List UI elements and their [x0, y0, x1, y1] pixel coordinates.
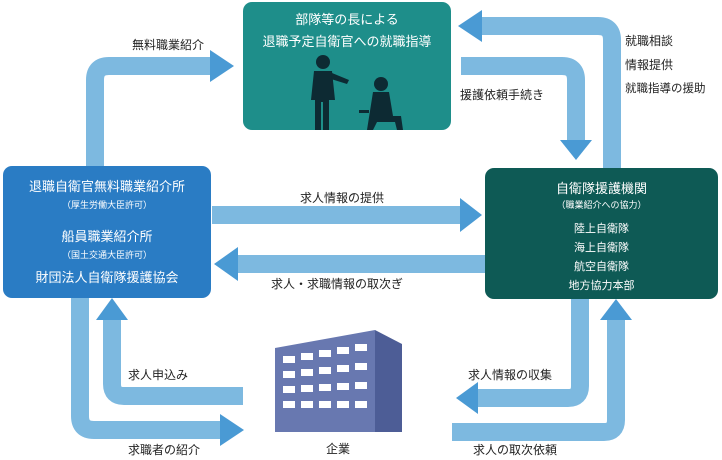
- guidance-figures-icon: [311, 55, 403, 130]
- arrowhead-seeker-intro: [220, 414, 244, 446]
- unit-commander-guidance-box: 部隊等の長による 退職予定自衛官への就職指導: [243, 2, 451, 130]
- left-box-line2: 船員職業紹介所: [61, 230, 153, 245]
- arrowhead-job-info-collect: [456, 382, 478, 414]
- building-front-face: [275, 330, 375, 432]
- arrow-seeker-intro: [71, 298, 222, 439]
- arrow-job-info-relay: [236, 255, 485, 273]
- label-job-consult: 就職相談: [625, 34, 674, 48]
- arrowhead-job-info-provide: [460, 198, 482, 232]
- label-job-info-collect: 求人情報の収集: [468, 368, 553, 382]
- label-job-info-provide: 求人情報の提供: [300, 191, 385, 205]
- label-job-application: 求人申込み: [128, 368, 189, 382]
- label-info-provide: 情報提供: [625, 58, 674, 72]
- arrow-job-application: [103, 318, 243, 405]
- employment-agency-box: 退職自衛官無料職業紹介所 （厚生労働大臣許可） 船員職業紹介所 （国土交通大臣許…: [3, 166, 211, 298]
- right-box-item: 陸上自衛隊: [574, 222, 629, 235]
- top-box-line2: 退職予定自衛官への就職指導: [262, 35, 432, 50]
- label-support-request: 援護依頼手続き: [460, 88, 545, 102]
- top-box-line1: 部隊等の長による: [295, 13, 399, 28]
- arrowhead-job-application: [96, 298, 128, 320]
- label-job-guidance-support: 就職指導の援助: [625, 81, 706, 95]
- label-job-relay-request: 求人の取次依頼: [473, 443, 558, 457]
- arrow-support-request: [461, 57, 585, 142]
- label-seeker-intro: 求職者の紹介: [128, 443, 201, 457]
- arrows: [71, 10, 632, 446]
- arrow-free-placement: [86, 57, 212, 166]
- arrowhead-free-placement: [210, 50, 234, 82]
- right-box-item: 航空自衛隊: [574, 260, 629, 273]
- label-company: 企業: [326, 442, 351, 456]
- arrow-job-consult: [480, 17, 621, 168]
- left-box-note1: （厚生労働大臣許可）: [61, 201, 152, 211]
- arrowhead-support-request: [560, 140, 592, 160]
- label-free-placement: 無料職業紹介: [132, 38, 205, 52]
- arrowhead-job-relay-request: [600, 299, 632, 320]
- building-side-face: [375, 330, 402, 432]
- right-box-item: 海上自衛隊: [574, 241, 629, 254]
- arrowhead-job-consult: [458, 10, 482, 42]
- arrow-job-info-provide: [212, 206, 462, 224]
- right-box-note: （職業紹介への協力）: [556, 201, 647, 211]
- right-box-title: 自衛隊援護機関: [555, 182, 647, 197]
- arrow-job-relay-request: [452, 318, 625, 441]
- sdf-support-agency-box: 自衛隊援護機関 （職業紹介への協力） 陸上自衛隊 海上自衛隊 航空自衛隊 地方協…: [485, 168, 718, 299]
- building-windows: [283, 344, 367, 408]
- label-job-info-relay: 求人・求職情報の取次ぎ: [271, 277, 404, 291]
- arrow-job-info-collect: [476, 299, 589, 407]
- left-box-line3: 財団法人自衛隊援護協会: [35, 271, 179, 286]
- right-box-item: 地方協力本部: [568, 279, 635, 292]
- arrowhead-job-info-relay: [214, 247, 238, 281]
- left-box-line1: 退職自衛官無料職業紹介所: [28, 180, 185, 195]
- company-building-icon: [275, 330, 402, 432]
- left-box-note2: （国土交通大臣許可）: [61, 251, 152, 261]
